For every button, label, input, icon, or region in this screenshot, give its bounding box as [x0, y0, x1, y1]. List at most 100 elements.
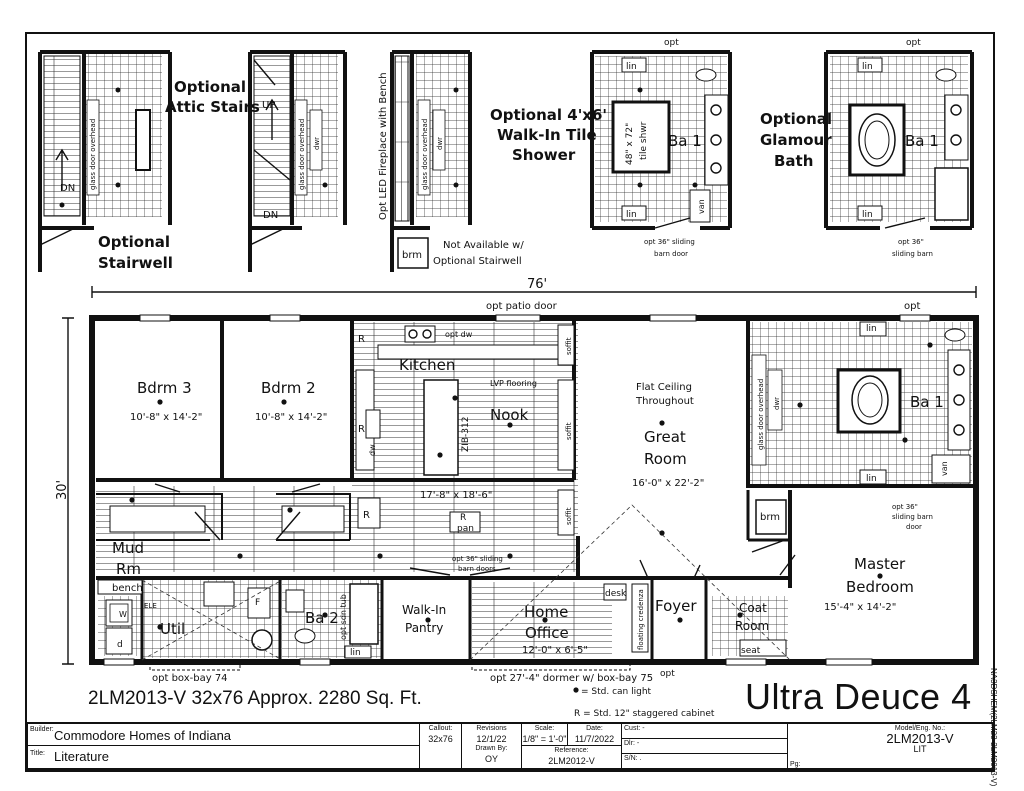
great-name-2: Room [644, 450, 687, 468]
bdrm2-name: Bdrm 2 [261, 379, 316, 397]
ba2-tub-label: opt sdn tub [339, 594, 348, 640]
width-dimension: 76' [527, 277, 547, 292]
office-size: 12'-0" x 6'-5" [522, 645, 588, 656]
revisions-cell: Revisions 12/1/22 Drawn By: OY [462, 724, 522, 770]
box-bay-left: opt box-bay 74 [152, 673, 228, 684]
glamour-barn-1: opt 36" [898, 238, 924, 246]
fireplace-brm-label: brm [402, 250, 422, 261]
hall-barn-1: opt 36" sliding [452, 555, 503, 563]
great-name-1: Great [644, 428, 686, 446]
master-barn-3: door [906, 523, 922, 531]
soffit-3: soffit [565, 507, 573, 525]
shower-ba-label: Ba 1 [668, 132, 702, 150]
cust-value: Cust: - [622, 724, 787, 739]
attic-up-label: UP [262, 100, 275, 111]
util-name: Util [160, 620, 185, 638]
bdrm3-name: Bdrm 3 [137, 379, 192, 397]
great-ceiling-2: Throughout [635, 396, 694, 407]
mud-name-2: Rm [116, 560, 141, 578]
title-cell: Title: Literature [28, 746, 420, 770]
inset-fireplace [390, 50, 472, 272]
master-barn-1: opt 36" [892, 503, 918, 511]
glamour-lin-label: lin [862, 62, 873, 72]
dw-label: dw [368, 444, 377, 456]
stairwell-title-1: Optional [98, 233, 170, 251]
washer-label: W [119, 610, 127, 619]
attic-title-2: Attic Stairs [165, 98, 260, 116]
lit-value: LIT [913, 744, 927, 754]
soffit-1: soffit [565, 337, 573, 355]
builder-cell: Builder: Commodore Homes of Indiana [28, 724, 420, 746]
stairwell-glass-label: glass door overhead [89, 119, 97, 190]
shower-size-label: 48" x 72" [625, 123, 635, 165]
opt-dw-label: opt dw [445, 330, 473, 339]
nook-size: 17'-8" x 18'-6" [420, 490, 492, 501]
shower-tile-label: tile shwr [639, 121, 649, 160]
glamour-ba-label: Ba 1 [905, 132, 939, 150]
furnace-label: F [255, 598, 260, 608]
customer-cell: Cust: - Dlr: - S/N: . [622, 724, 788, 770]
ba1-glass-label: glass door overhead [757, 379, 765, 450]
dormer-label: opt 27'-4" dormer w/ box-bay 75 [490, 673, 653, 684]
fireplace-note-2: Optional Stairwell [433, 256, 522, 267]
ba1-dwr-label: dwr [773, 397, 781, 410]
shower-title-1: Optional 4'x6' [490, 106, 607, 124]
drawn-label: Drawn By: [475, 745, 508, 752]
scale-label: Scale: [534, 725, 555, 732]
coat-seat-label: seat [741, 646, 761, 656]
pantry-name-2: Pantry [405, 621, 443, 635]
legend-cabinet: R = Std. 12" staggered cabinet [574, 709, 715, 719]
shower-barn-2: barn door [654, 250, 688, 258]
shower-van-label: van [697, 199, 706, 214]
island-label: ZIB-312 [461, 417, 471, 452]
can-lights [129, 342, 933, 693]
glamour-opt-label: opt [906, 38, 921, 48]
reference-cell: Reference: 2LM2012-V [522, 746, 622, 770]
coat-name-2: Room [735, 619, 769, 633]
model-label: Model/Eng. No.: [894, 725, 946, 732]
master-barn-2: sliding barn [892, 513, 933, 521]
ba2-lin-label: lin [350, 648, 361, 658]
callout-label: Callout: [428, 725, 453, 732]
sheet-border [25, 32, 995, 772]
depth-dimension: 30' [55, 480, 70, 500]
ba1-lin-label: lin [866, 324, 877, 334]
master-brm-label: brm [760, 512, 780, 523]
dlr-value: Dlr: - [622, 739, 787, 754]
cabinet-r-1: R [358, 334, 365, 345]
date-label: Date: [586, 725, 603, 732]
ba2-name: Ba 2 [305, 609, 339, 627]
master-name-1: Master [854, 555, 906, 573]
lvp-label: LVP flooring [490, 379, 537, 388]
office-name-1: Home [524, 603, 568, 621]
bdrm3-size: 10'-8" x 14'-2" [130, 412, 202, 423]
shower-title-2: Walk-In Tile [497, 126, 597, 144]
cabinet-r-3: R [363, 510, 370, 521]
width-dimension-line [91, 286, 977, 298]
great-size: 16'-0" x 22'-2" [632, 478, 704, 489]
plan-summary: 2LM2013-V 32x76 Approx. 2280 Sq. Ft. [88, 688, 422, 709]
hall-barn-2: barn doors [458, 565, 496, 573]
stairwell-dn-label: DN [60, 183, 75, 194]
main-plan-walls [89, 315, 979, 665]
desk-label: desk [605, 589, 627, 599]
title-block: Builder: Commodore Homes of Indiana Titl… [26, 722, 994, 770]
shower-lin2-label: lin [626, 210, 637, 220]
revisions-value: 12/1/22 [476, 734, 507, 744]
ref-label: Reference: [554, 747, 589, 754]
glamour-lin2-label: lin [862, 210, 873, 220]
ba1-lin2-label: lin [866, 474, 877, 484]
main-plan-fixtures [97, 321, 971, 671]
master-name-2: Bedroom [846, 578, 914, 596]
builder-value: Commodore Homes of Indiana [54, 728, 232, 743]
fireplace-label: Opt LED Fireplace with Bench [378, 72, 389, 220]
fireplace-glass-label: glass door overhead [421, 119, 429, 190]
callout-value: 32x76 [428, 734, 453, 744]
attic-dn-label: DN [263, 210, 278, 221]
mud-name-1: Mud [112, 539, 144, 557]
glamour-title-3: Bath [774, 152, 813, 170]
shower-title-3: Shower [512, 146, 576, 164]
depth-dimension-line [62, 317, 74, 665]
great-ceiling-1: Flat Ceiling [636, 382, 692, 393]
kitchen-name: Kitchen [399, 356, 455, 374]
